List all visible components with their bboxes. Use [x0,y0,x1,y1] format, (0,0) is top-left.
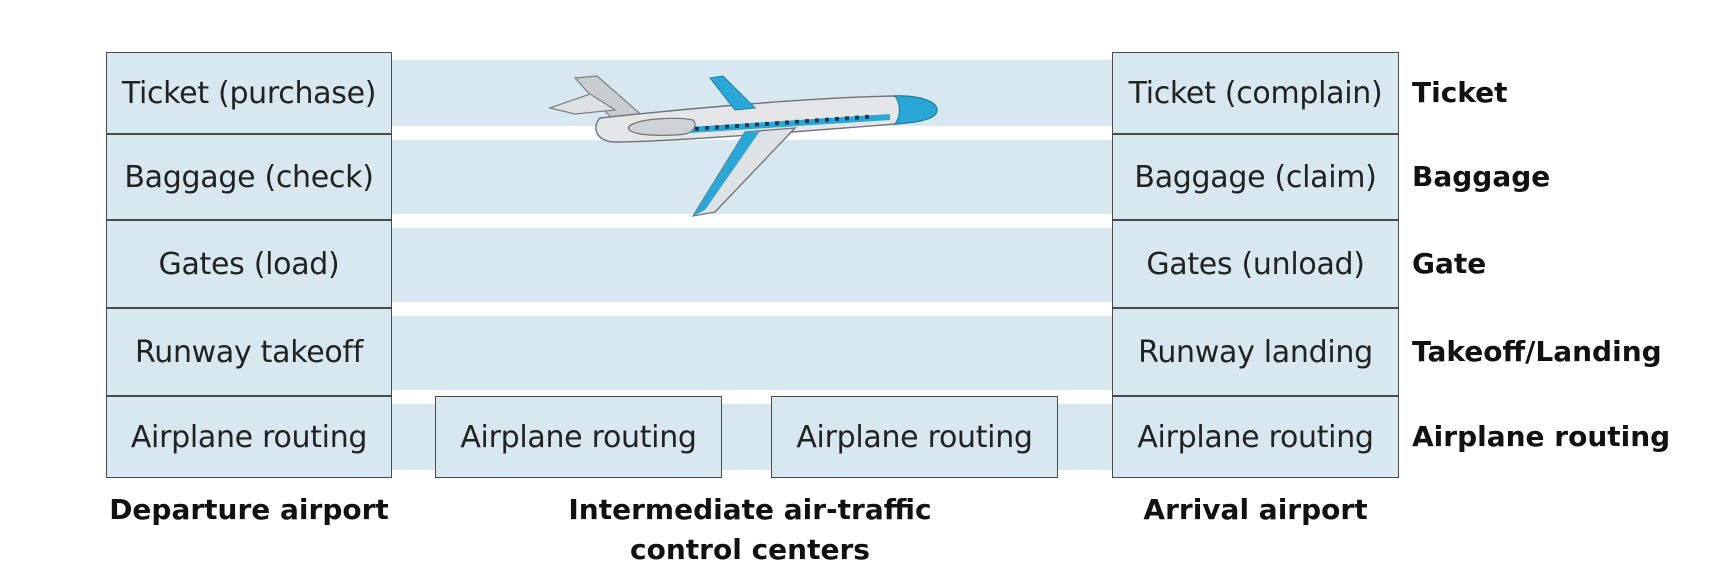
departure-gates-box: Gates (load) [106,220,392,308]
layer-label-gate: Gate [1412,247,1487,280]
intermediate-caption-line1: Intermediate air-traffic [568,493,932,526]
departure-routing-box: Airplane routing [106,396,392,478]
intermediate-caption-line2: control centers [630,533,870,566]
arrival-runway-box: Runway landing [1112,308,1399,396]
intermediate-routing-box-2: Airplane routing [771,396,1058,478]
arrival-caption: Arrival airport [1143,493,1368,526]
departure-runway-box: Runway takeoff [106,308,392,396]
arrival-routing-box: Airplane routing [1112,396,1399,478]
arrival-ticket-box: Ticket (complain) [1112,52,1399,134]
intermediate-routing-box-1: Airplane routing [435,396,722,478]
departure-baggage-box: Baggage (check) [106,134,392,220]
departure-caption: Departure airport [109,493,389,526]
layer-label-takeoff-landing: Takeoff/Landing [1412,335,1662,368]
layer-label-ticket: Ticket [1412,76,1508,109]
airplane-icon [547,75,938,217]
layer-label-airplane-routing: Airplane routing [1412,420,1671,453]
arrival-baggage-box: Baggage (claim) [1112,134,1399,220]
arrival-gates-box: Gates (unload) [1112,220,1399,308]
layer-label-baggage: Baggage [1412,160,1551,193]
departure-ticket-box: Ticket (purchase) [106,52,392,134]
